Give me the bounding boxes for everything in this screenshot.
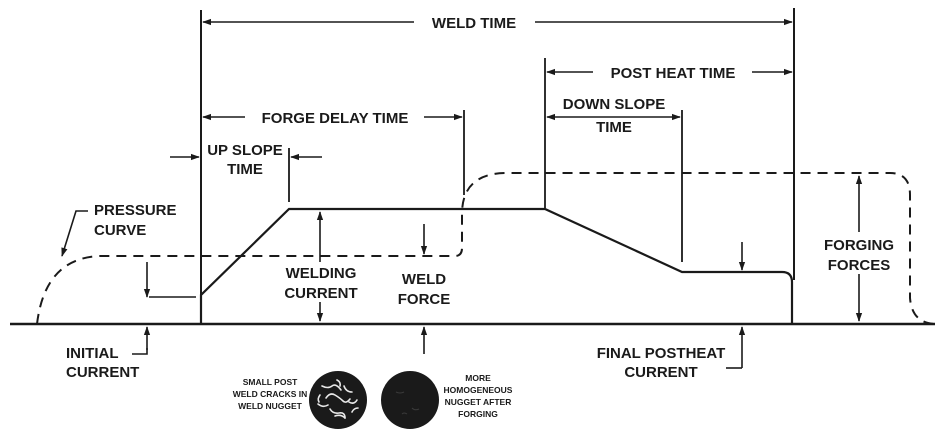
final-postheat-label-line2: CURRENT — [624, 364, 697, 381]
welding-current-label-line2: CURRENT — [284, 285, 357, 302]
homogeneous-caption-line3: NUGGET AFTER — [445, 397, 512, 407]
pressure-curve-leader — [61, 210, 88, 257]
forge-delay-time-label: FORGE DELAY TIME — [262, 110, 409, 127]
down-slope-label-line2: TIME — [596, 119, 632, 136]
homogeneous-caption-line4: FORGING — [458, 409, 498, 419]
homogeneous-nugget-illustration — [381, 371, 439, 429]
initial-current-leader — [132, 348, 148, 355]
up-slope-label-line2: TIME — [227, 161, 263, 178]
weld-force-label-line1: WELD — [402, 271, 446, 288]
cracks-caption-line2: WELD CRACKS IN — [233, 389, 308, 399]
final-postheat-label-line1: FINAL POSTHEAT — [597, 345, 726, 362]
cracks-caption-line3: WELD NUGGET — [238, 401, 303, 411]
down-slope-label-line1: DOWN SLOPE — [563, 96, 666, 113]
forging-forces-label-line1: FORGING — [824, 237, 894, 254]
homogeneous-caption-line2: HOMOGENEOUS — [444, 385, 513, 395]
forging-forces-label-line2: FORCES — [828, 257, 891, 274]
initial-current-label-line1: INITIAL — [66, 345, 119, 362]
up-slope-label-line1: UP SLOPE — [207, 142, 283, 159]
pressure-curve-label-line1: PRESSURE — [94, 202, 177, 219]
post-heat-time-label: POST HEAT TIME — [611, 65, 736, 82]
pressure-curve — [36, 172, 936, 325]
welding-current-label-line1: WELDING — [286, 265, 357, 282]
welding-current-label-bg — [274, 262, 368, 302]
weld-time-label: WELD TIME — [432, 15, 516, 32]
current-curve — [199, 207, 794, 324]
weld-force-label-line2: FORCE — [398, 291, 451, 308]
homogeneous-caption-line1: MORE — [465, 373, 491, 383]
forging-forces-label-bg — [810, 232, 908, 274]
cracked-nugget-illustration — [309, 371, 367, 429]
initial-current-label-line2: CURRENT — [66, 364, 139, 381]
pressure-curve-label-line2: CURVE — [94, 222, 146, 239]
cracks-caption-line1: SMALL POST — [243, 377, 298, 387]
